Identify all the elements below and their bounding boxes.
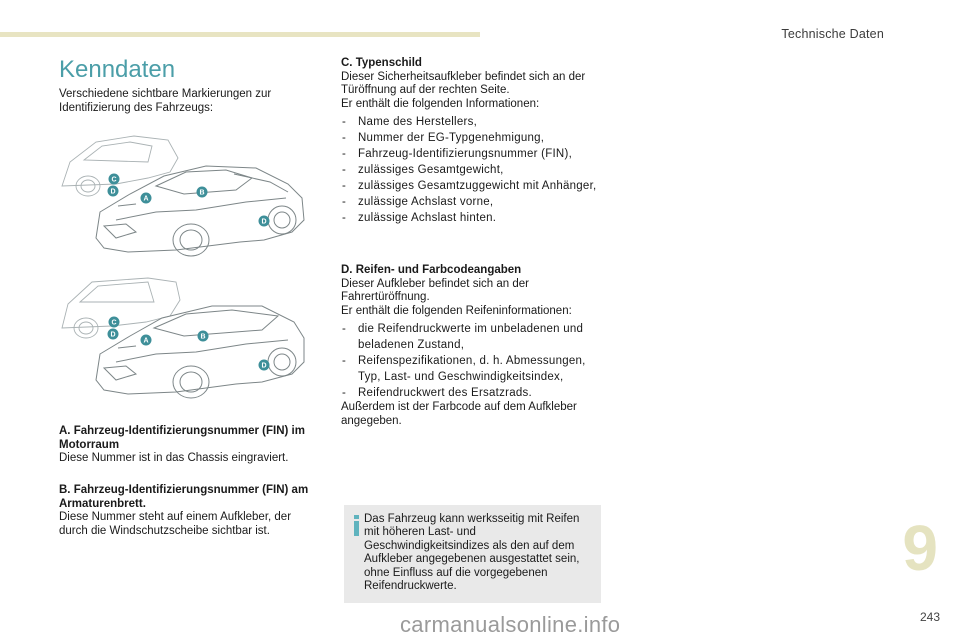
list-item: Nummer der EG-Typgenehmigung, [341,130,603,146]
estate-illustration: C D A B D [61,277,305,399]
marker-d: D [110,189,115,196]
marker-d: D [261,363,266,370]
chapter-number: 9 [902,512,938,584]
label-c-heading: C. Typenschild [341,57,422,69]
list-item: Reifendruckwert des Ersatzrads. [341,385,603,401]
info-icon [354,515,359,536]
label-a-text: Diese Nummer ist in das Chassis eingravi… [59,452,289,464]
watermark: carmanualsonline.info [400,612,621,637]
label-b-heading: B. Fahrzeug-Identifizierungsnummer (FIN)… [59,484,309,510]
marker-d: D [110,332,115,339]
label-c-text: Dieser Sicherheitsaufkleber befindet sic… [341,70,586,97]
marker-a: A [143,338,148,345]
marker-d: D [261,219,266,226]
label-b-text: Diese Nummer steht auf einem Aufkleber, … [59,511,292,537]
page-title: Kenndaten [59,56,176,83]
marker-a: A [143,196,148,203]
marker-c: C [111,320,116,327]
list-item: Name des Herstellers, [341,114,603,130]
label-b-block: B. Fahrzeug-Identifizierungsnummer (FIN)… [59,484,319,538]
label-c-intro: Er enthält die folgenden Informationen: [341,97,540,110]
list-item: Reifenspezifikationen, d. h. Abmessungen… [341,353,603,385]
intro-text: Verschiedene sichtbare Markierungen zur … [59,88,272,114]
label-d-heading: D. Reifen- und Farbcodeangaben [341,264,522,276]
sedan-illustration: C D A B D [61,135,305,257]
label-a-heading: A. Fahrzeug-Identifizierungsnummer (FIN)… [59,425,305,451]
list-item: zulässiges Gesamtzuggewicht mit Anhänger… [341,178,603,194]
label-d-color-code-text: Außerdem ist der Farbcode auf dem Aufkle… [341,401,577,427]
info-note: Das Fahrzeug kann werksseitig mit Reifen… [344,505,601,603]
label-d-text: Dieser Aufkleber befindet sich an der Fa… [341,277,529,304]
label-c-block: C. Typenschild Dieser Sicherheitsaufkleb… [341,57,603,226]
page-number: 243 [919,610,940,624]
info-note-text: Das Fahrzeug kann werksseitig mit Reifen… [364,513,580,593]
list-item: zulässiges Gesamtgewicht, [341,162,603,178]
list-item: zulässige Achslast vorne, [341,194,603,210]
label-d-block: D. Reifen- und Farbcodeangaben Dieser Au… [341,264,603,428]
section-header: Technische Daten [781,27,884,41]
list-item: zulässige Achslast hinten. [341,210,603,226]
list-item: die Reifendruckwerte im unbeladenen und … [341,321,603,353]
marker-b: B [200,334,205,341]
marker-c: C [111,177,116,184]
list-item: Fahrzeug-Identifizierungsnummer (FIN), [341,146,603,162]
label-d-list: die Reifendruckwerte im unbeladenen und … [341,321,603,401]
label-d-intro: Er enthält die folgenden Reifeninformati… [341,304,572,317]
label-c-list: Name des Herstellers, Nummer der EG-Typg… [341,114,603,226]
marker-b: B [199,190,204,197]
label-a-block: A. Fahrzeug-Identifizierungsnummer (FIN)… [59,425,319,466]
top-accent-bar [0,32,480,37]
